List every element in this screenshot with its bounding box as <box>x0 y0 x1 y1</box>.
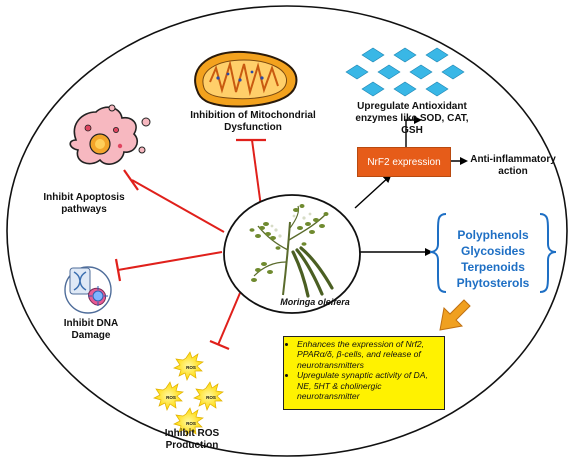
nrf2-box: NrF2 expression <box>357 147 451 177</box>
ros-badge-2: ROS <box>166 395 176 400</box>
anti-inflammatory-label: Anti-inflammatory action <box>470 154 556 177</box>
mitochondria-icon <box>194 50 298 108</box>
effects-box: Enhances the expression of Nrf2, PPARα/δ… <box>283 336 445 410</box>
crystal-icon <box>345 47 465 97</box>
compound-list: Polyphenols Glycosides Terpenoids Phytos… <box>438 227 548 295</box>
species-name: Moringa oleifera <box>280 297 350 307</box>
effect-item: Enhances the expression of Nrf2, PPARα/δ… <box>297 339 441 370</box>
apoptotic-cell-icon <box>69 104 151 165</box>
compound-braces <box>429 213 557 293</box>
compound-item: Phytosterols <box>456 276 530 290</box>
compound-item: Terpenoids <box>461 260 525 274</box>
ros-label: Inhibit ROS Production <box>164 428 220 451</box>
effect-item: Upregulate synaptic activity of DA, NE, … <box>297 370 441 401</box>
activation-arrows <box>354 116 468 256</box>
effect-arrow-icon <box>439 299 471 331</box>
outer-ellipse <box>6 5 568 457</box>
ros-badge-4: ROS <box>186 421 196 426</box>
mitochondria-label: Inhibition of Mitochondrial Dysfunction <box>190 110 316 133</box>
moringa-plant-icon <box>249 204 334 298</box>
antioxidant-label: Upregulate Antioxidant enzymes like SOD,… <box>355 101 469 136</box>
compound-item: Glycosides <box>460 244 526 258</box>
center-ellipse <box>223 194 361 314</box>
ros-badge-3: ROS <box>206 395 216 400</box>
ros-icon: ROS ROS ROS ROS <box>153 351 224 437</box>
apoptosis-label: Inhibit Apoptosis pathways <box>43 192 125 215</box>
dna-label: Inhibit DNA Damage <box>63 318 119 341</box>
dna-damage-icon <box>64 266 112 314</box>
ros-badge-1: ROS <box>186 365 196 370</box>
compound-item: Polyphenols <box>457 228 529 242</box>
